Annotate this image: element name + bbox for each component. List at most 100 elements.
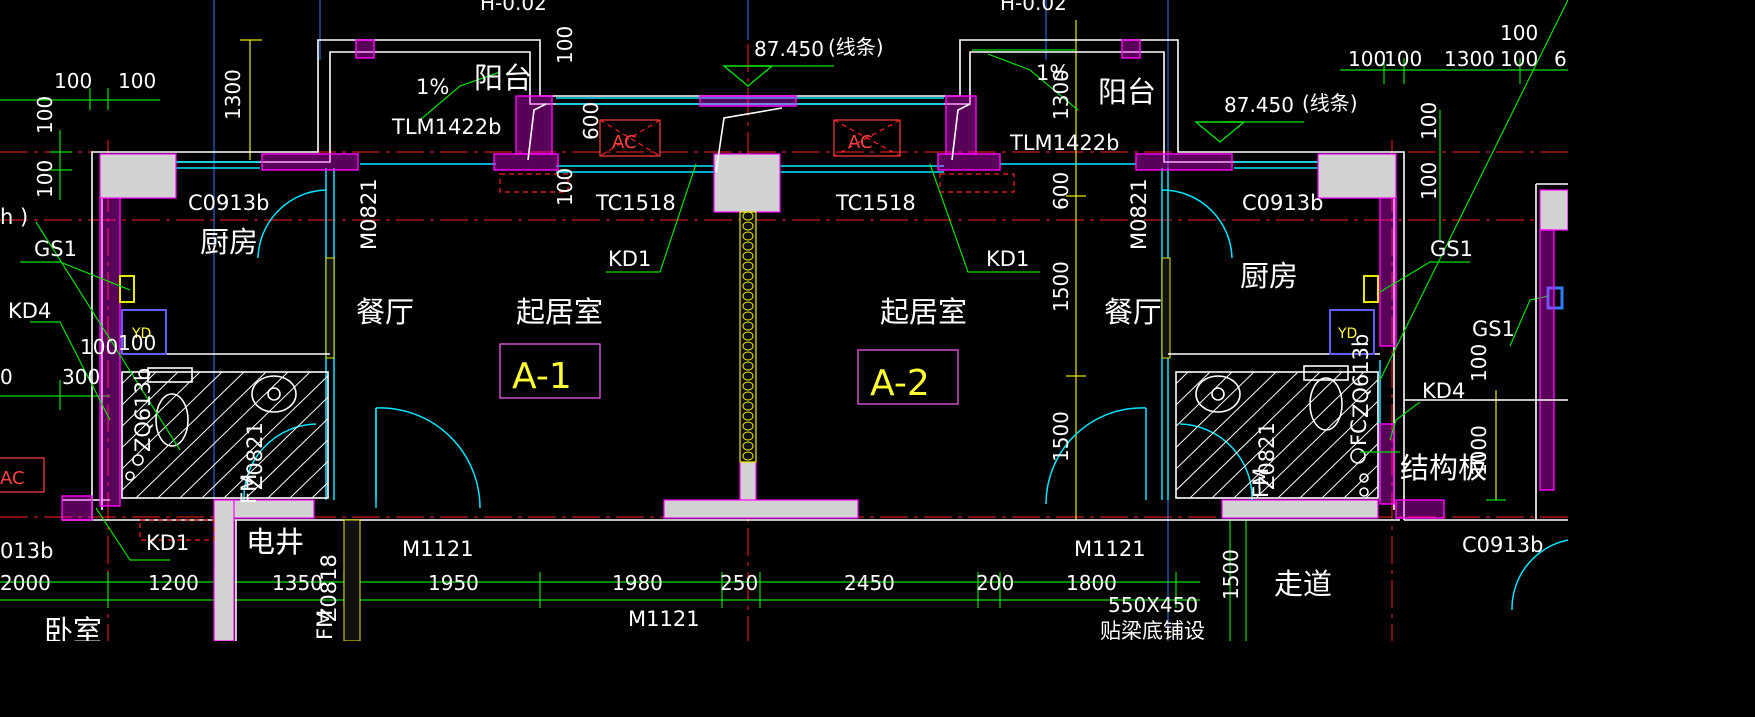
tag-z0821-left: Z0821 bbox=[243, 422, 267, 490]
dim-100-a: 100 bbox=[54, 69, 92, 93]
hatch-line bbox=[1299, 421, 1378, 498]
honeycomb-cell bbox=[742, 211, 754, 221]
kd1-box-left bbox=[499, 173, 569, 193]
unit-label-a2: A-2 bbox=[870, 363, 930, 404]
door-swings bbox=[243, 103, 1568, 611]
tag-balcony-door-right: TLM1422b bbox=[1009, 131, 1119, 155]
honeycomb-cell bbox=[742, 281, 754, 291]
honeycomb-cell bbox=[742, 231, 754, 241]
room-kitchen-right: 厨房 bbox=[1240, 259, 1298, 293]
dim-100-c: 100 bbox=[80, 335, 118, 359]
tag-window-tc-right: TC1518 bbox=[835, 191, 916, 215]
dim-bottom-1950: 1950 bbox=[428, 571, 479, 595]
hatch-line bbox=[267, 439, 328, 498]
honeycomb-cell bbox=[742, 331, 754, 341]
tag-fc-right: FC bbox=[1347, 419, 1371, 446]
hatch-line bbox=[1321, 443, 1378, 498]
room-dining-left: 餐厅 bbox=[356, 295, 414, 329]
dim-100-top: 100 bbox=[553, 26, 577, 64]
honeycomb-cell bbox=[742, 361, 754, 371]
honeycomb-cell bbox=[742, 241, 754, 251]
hatch-line bbox=[122, 372, 157, 406]
tag-window-c-cut: 013b bbox=[0, 539, 53, 563]
hatch-line bbox=[1255, 379, 1378, 498]
honeycomb-cell bbox=[742, 271, 754, 281]
tag-window-tc-left: TC1518 bbox=[595, 191, 676, 215]
honeycomb-cell bbox=[742, 421, 754, 431]
hatch-line bbox=[223, 396, 328, 498]
hatch-line bbox=[311, 481, 328, 498]
dim-1300-left: 1300 bbox=[221, 69, 245, 120]
room-balcony-left: 阳台 bbox=[474, 61, 532, 95]
tag-door-m1121-bottom: M1121 bbox=[628, 607, 700, 631]
honeycomb-cell bbox=[742, 311, 754, 321]
dim-100-e: 100 bbox=[1348, 47, 1386, 71]
hatch-line bbox=[1176, 372, 1211, 406]
dim-6-right: 6 bbox=[1554, 47, 1567, 71]
dim-100-right-b: 100 bbox=[1417, 162, 1441, 200]
ac-unit-left: AC bbox=[599, 119, 661, 157]
honeycomb-cell bbox=[742, 301, 754, 311]
dim-100-side-a: 100 bbox=[33, 96, 57, 134]
tag-kd1-right: KD1 bbox=[986, 247, 1029, 271]
hatch-line bbox=[1176, 372, 1255, 449]
gs1-device-far-right bbox=[1546, 286, 1564, 310]
ac-unit-far-left: AC bbox=[0, 457, 45, 493]
tag-fm-left: FM bbox=[237, 474, 261, 504]
tag-z0821-right: Z0821 bbox=[1255, 422, 1279, 490]
tag-gs1-far-right: GS1 bbox=[1472, 317, 1515, 341]
dim-100-side-b: 100 bbox=[33, 160, 57, 198]
tag-door-m0821-left: M0821 bbox=[357, 178, 381, 250]
room-shaft: 电井 bbox=[246, 525, 304, 559]
gs1-device-left bbox=[119, 275, 135, 303]
tag-fm-right: FM bbox=[1249, 468, 1273, 498]
hatch-line bbox=[1343, 464, 1378, 498]
slope-left: 1% bbox=[416, 75, 449, 99]
dim-100-d: 100 bbox=[118, 331, 156, 355]
hatch-line bbox=[122, 372, 223, 470]
tag-zq-right: ZQ613b bbox=[1349, 334, 1373, 418]
tag-kd1-left: KD1 bbox=[608, 247, 651, 271]
tag-kd4-right: KD4 bbox=[1422, 379, 1465, 403]
hatch-line bbox=[1189, 372, 1321, 498]
kd1-box-right bbox=[939, 173, 1015, 193]
label-structure-slab: 结构板 bbox=[1400, 451, 1487, 485]
dim-bottom-1350: 1350 bbox=[272, 571, 323, 595]
elevation-left: 87.450 bbox=[754, 37, 824, 61]
dim-100-h: 100 bbox=[1500, 47, 1538, 71]
elevation-right: 87.450 bbox=[1224, 93, 1294, 117]
ac-unit-middle: AC bbox=[833, 119, 901, 157]
bathroom-right bbox=[1168, 353, 1380, 499]
dim-300: 300 bbox=[62, 365, 100, 389]
elevation-note-right: (线条) bbox=[1302, 91, 1358, 115]
tag-zq-left: ZQ613b bbox=[131, 368, 155, 452]
bathroom-left bbox=[121, 353, 330, 499]
unit-box-a2 bbox=[857, 349, 959, 405]
yd-box-right: YD bbox=[1329, 309, 1375, 355]
hatch-line bbox=[1233, 372, 1365, 498]
gs1-device-right bbox=[1363, 275, 1379, 303]
tag-fm-bottom: FM bbox=[313, 610, 337, 640]
honeycomb-cell bbox=[742, 261, 754, 271]
elevation-marker-right bbox=[1194, 121, 1246, 143]
dim-bottom-2450: 2450 bbox=[844, 571, 895, 595]
unit-box-a1 bbox=[499, 343, 601, 399]
dim-bottom-1200: 1200 bbox=[148, 571, 199, 595]
tag-door-m1121-left: M1121 bbox=[402, 537, 474, 561]
hatch-line bbox=[1176, 372, 1277, 470]
top-partial-left: H-0.02 bbox=[480, 0, 547, 15]
yd-box-left: YD bbox=[121, 309, 167, 355]
honeycomb-cell bbox=[742, 451, 754, 461]
dim-1500-corridor: 1500 bbox=[1219, 549, 1243, 600]
room-bedroom: 卧室 bbox=[44, 614, 102, 641]
honeycomb-cell bbox=[742, 321, 754, 331]
tag-beam-note: 贴梁底铺设 bbox=[1100, 619, 1205, 641]
yd-label-right: YD bbox=[1337, 326, 1357, 342]
hatch-line bbox=[135, 372, 267, 498]
tag-gs1-left: GS1 bbox=[34, 237, 77, 261]
slope-right: 1% bbox=[1036, 61, 1069, 85]
hatch-line bbox=[157, 372, 289, 498]
dim-600-right: 600 bbox=[1049, 172, 1073, 210]
room-balcony-right: 阳台 bbox=[1098, 75, 1156, 109]
dim-cut-0: 0 bbox=[0, 365, 13, 389]
